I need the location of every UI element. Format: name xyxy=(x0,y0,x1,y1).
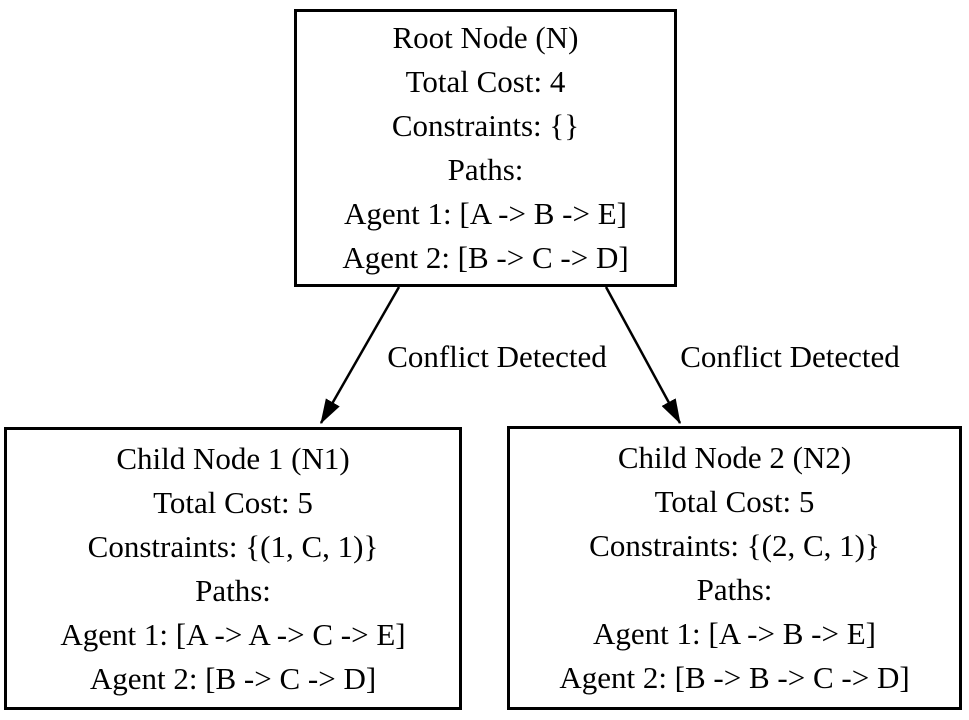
node-root-agent1-path: Agent 1: [A -> B -> E] xyxy=(344,196,627,231)
node-child1-title: Child Node 1 (N1) xyxy=(116,441,350,476)
node-root-title: Root Node (N) xyxy=(392,20,579,55)
node-child2-constraints: Constraints: {(2, C, 1)} xyxy=(589,528,880,563)
node-root: Root Node (N) Total Cost: 4 Constraints:… xyxy=(294,9,677,287)
node-root-constraints: Constraints: {} xyxy=(391,108,580,143)
node-child2-paths-header: Paths: xyxy=(696,572,773,607)
node-child2-agent1-path: Agent 1: [A -> B -> E] xyxy=(593,616,876,651)
node-child2: Child Node 2 (N2) Total Cost: 5 Constrai… xyxy=(507,426,962,710)
edge-root-to-child1 xyxy=(319,286,401,425)
node-child2-title: Child Node 2 (N2) xyxy=(617,440,852,475)
node-child1-agent2-path: Agent 2: [B -> C -> D] xyxy=(89,661,377,696)
edge-root-to-child2 xyxy=(604,286,682,425)
node-root-agent2-path: Agent 2: [B -> C -> D] xyxy=(342,240,629,275)
node-child2-total-cost: Total Cost: 5 xyxy=(654,484,815,519)
node-child2-agent2-path: Agent 2: [B -> B -> C -> D] xyxy=(559,660,910,695)
node-child1-agent1-path: Agent 1: [A -> A -> C -> E] xyxy=(60,617,406,652)
edge-label-conflict-left: Conflict Detected xyxy=(387,339,607,374)
node-child1: Child Node 1 (N1) Total Cost: 5 Constrai… xyxy=(4,427,462,710)
node-root-total-cost: Total Cost: 4 xyxy=(405,64,566,99)
node-child1-total-cost: Total Cost: 5 xyxy=(153,485,313,520)
node-root-paths-header: Paths: xyxy=(447,152,524,187)
edge-label-conflict-right: Conflict Detected xyxy=(680,339,900,374)
node-child1-paths-header: Paths: xyxy=(195,573,271,608)
node-child1-constraints: Constraints: {(1, C, 1)} xyxy=(87,529,379,564)
